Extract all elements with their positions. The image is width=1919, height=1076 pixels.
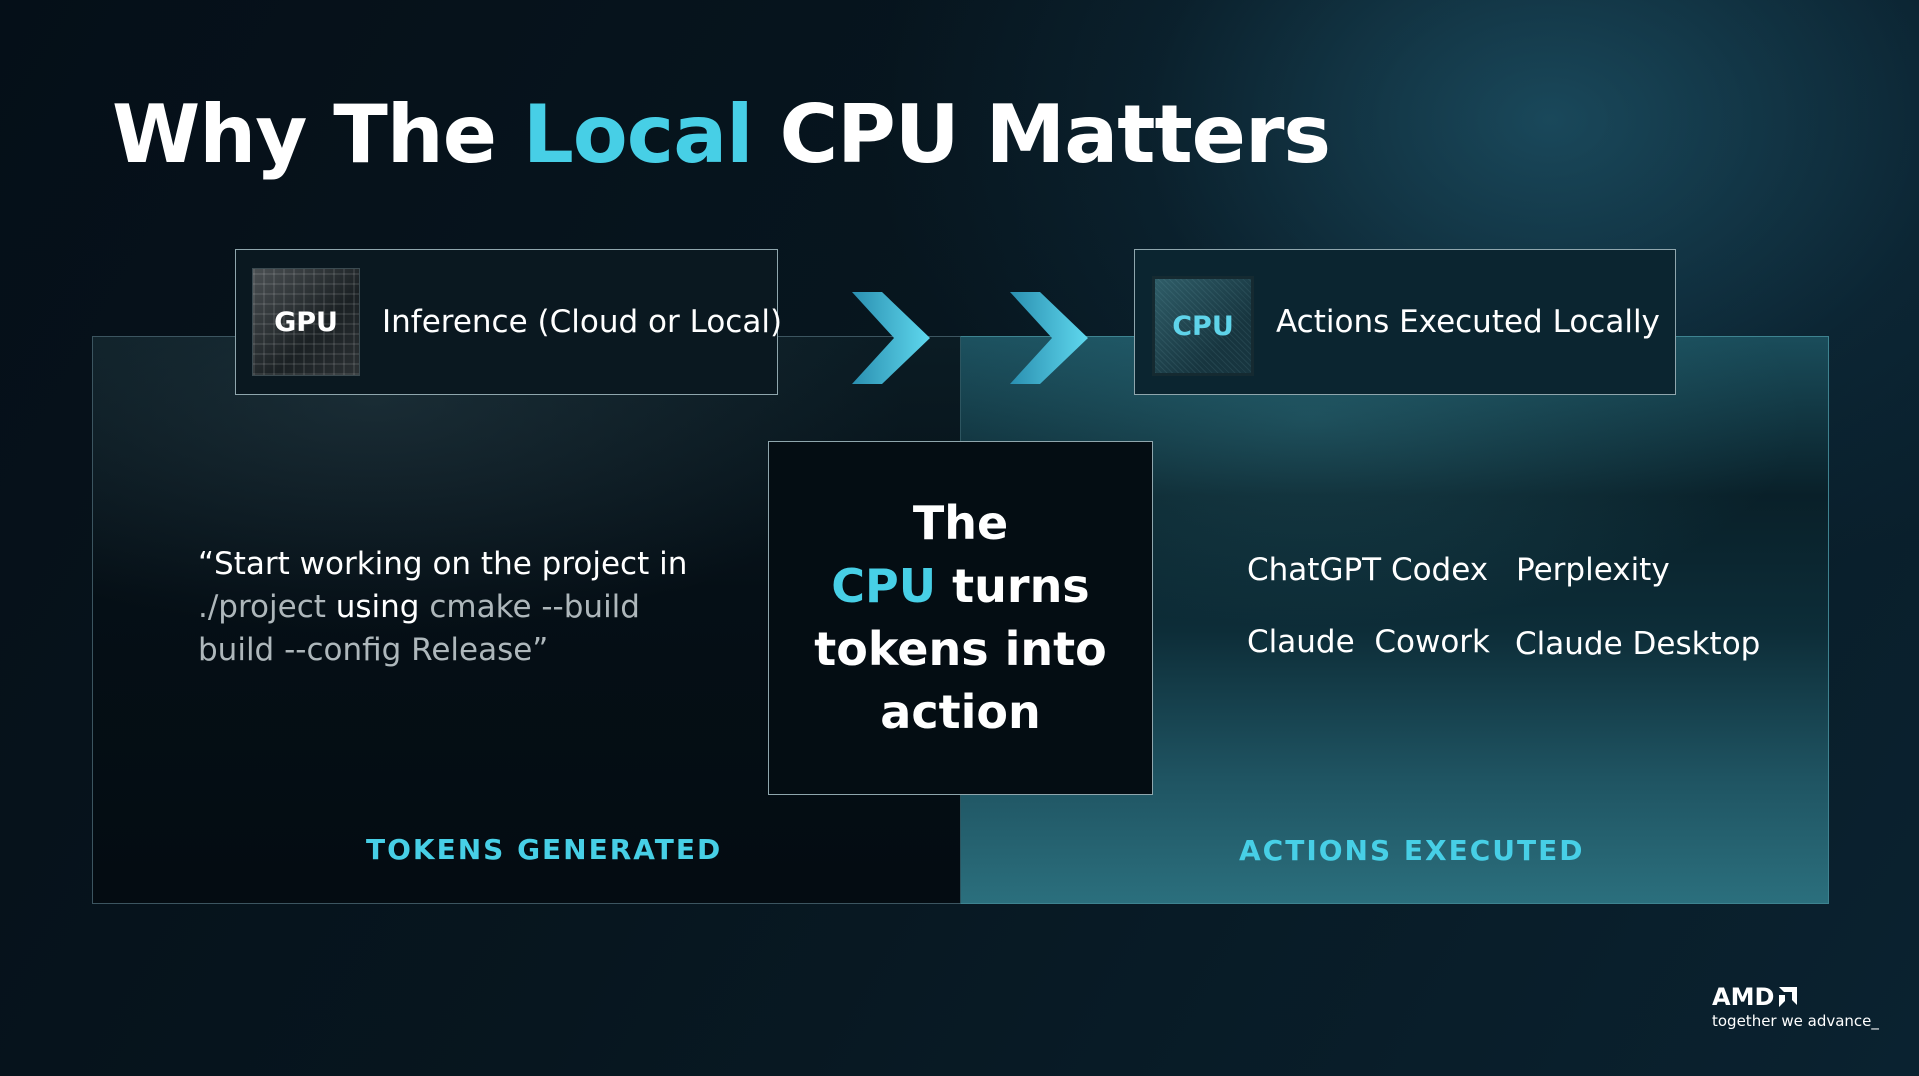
logo-tagline: together we advance_	[1712, 1012, 1879, 1030]
tool-claude-desktop: Claude Desktop	[1515, 626, 1761, 662]
tool-perplexity: Perplexity	[1516, 552, 1670, 588]
title-part-2: CPU Matters	[752, 88, 1331, 181]
cpu-chip-icon: CPU	[1152, 276, 1254, 376]
cpu-chip-label: CPU	[1172, 310, 1234, 342]
actions-executed-label: ACTIONS EXECUTED	[1239, 834, 1585, 867]
cpu-actions-box: CPU Actions Executed Locally	[1134, 249, 1676, 395]
center-line-2-accent: CPU	[831, 559, 937, 613]
gpu-chip-icon: GPU	[252, 268, 360, 376]
gpu-chip-label: GPU	[274, 306, 338, 338]
tool-chatgpt-codex: ChatGPT Codex	[1247, 552, 1489, 588]
chevron-right-icon	[1010, 292, 1088, 384]
amd-arrow-icon	[1779, 987, 1798, 1007]
tokens-generated-label: TOKENS GENERATED	[366, 833, 723, 866]
center-line-2: CPU turns	[831, 555, 1089, 618]
center-line-3: tokens into	[814, 622, 1107, 676]
tool-claude-cowork: Claude Cowork	[1247, 624, 1490, 660]
center-line-4: action	[880, 685, 1041, 739]
quote-cmd-2: build --config Release”	[198, 632, 549, 668]
amd-logo: AMD together we advance_	[1712, 983, 1879, 1030]
logo-brand: AMD	[1712, 983, 1775, 1011]
title-part-1: Why The	[112, 88, 523, 181]
gpu-box-label: Inference (Cloud or Local)	[382, 304, 783, 340]
quote-open: “Start working on the project in	[198, 546, 688, 582]
quote-cmd-1: cmake --build	[429, 589, 640, 625]
center-statement-box: The CPU turns tokens into action	[768, 441, 1153, 795]
quote-using: using	[335, 589, 420, 625]
prompt-quote: “Start working on the project in ./proje…	[198, 543, 758, 672]
logo-main: AMD	[1712, 983, 1879, 1011]
center-line-1: The	[912, 496, 1009, 550]
gpu-inference-box: GPU Inference (Cloud or Local)	[235, 249, 782, 395]
cpu-box-label: Actions Executed Locally	[1276, 304, 1660, 340]
center-line-2-rest: turns	[936, 559, 1090, 613]
quote-path: ./project	[198, 589, 326, 625]
title-accent: Local	[522, 88, 754, 181]
chevron-right-icon	[852, 292, 930, 384]
slide-title: Why The Local CPU Matters	[112, 88, 1331, 181]
